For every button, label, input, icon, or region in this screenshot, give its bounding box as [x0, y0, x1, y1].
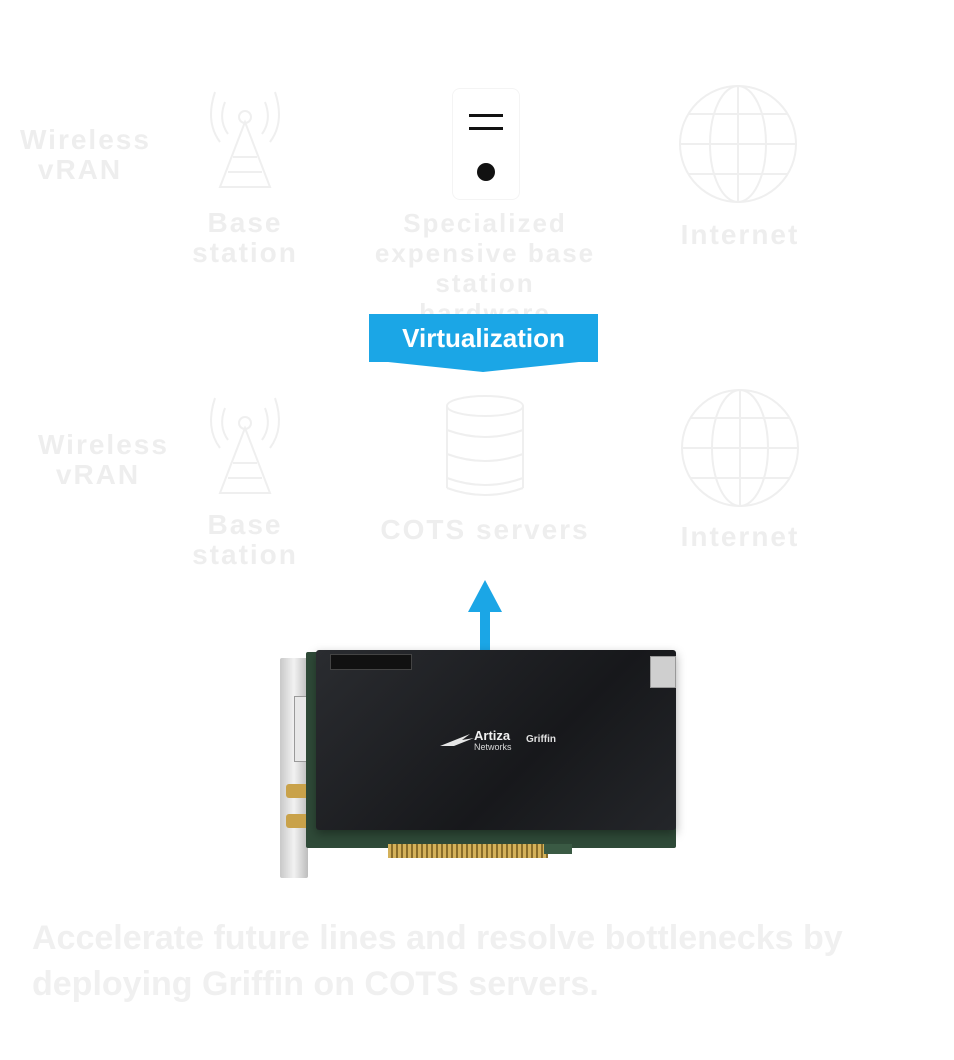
bottom-wireless-label: Wireless vRAN [38, 429, 169, 490]
accelerator-card-image: Artiza Networks Griffin [276, 648, 686, 886]
bottom-server-label: COTS servers [380, 514, 590, 545]
top-antenna-tower-icon [200, 82, 290, 192]
card-product: Griffin [526, 734, 556, 745]
bottom-antenna-tower-icon [200, 388, 290, 498]
up-arrow-icon [468, 580, 502, 652]
bottom-globe-icon [678, 386, 802, 510]
top-wireless-label: Wireless vRAN [20, 124, 151, 185]
top-globe-icon [676, 82, 800, 206]
card-brand-sub: Networks [474, 742, 512, 752]
card-brand: Artiza [474, 728, 511, 743]
virtualization-banner: Virtualization [369, 314, 598, 362]
bottom-internet-label: Internet [680, 521, 800, 552]
top-internet-label: Internet [680, 219, 800, 250]
menu-icon[interactable] [452, 88, 520, 200]
virtualization-banner-arrow [369, 360, 598, 372]
top-tower-label: Base station [192, 207, 298, 268]
server-stack-icon [440, 392, 530, 502]
top-dedicated-hardware-label: Specialized expensive base station hardw… [374, 208, 596, 328]
caption-text: Accelerate future lines and resolve bott… [32, 919, 843, 1003]
bottom-tower-label: Base station [192, 509, 298, 570]
